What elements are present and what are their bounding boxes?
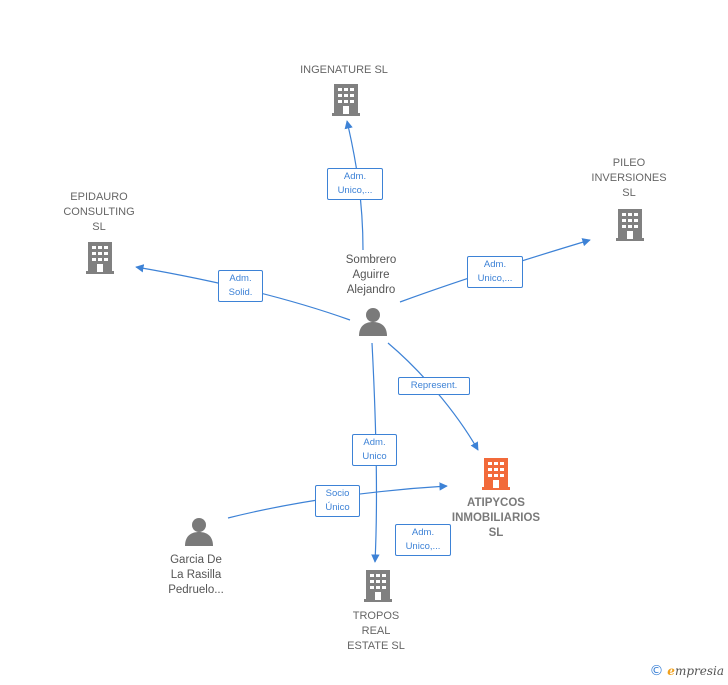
edge-label-to-epidauro[interactable]: Adm. Solid. [218, 270, 263, 302]
footer-brand: © empresia [649, 663, 724, 679]
node-pileo-label[interactable]: PILEO INVERSIONES SL [591, 157, 667, 199]
edge-label-to-ingenature[interactable]: Adm. Unico,... [327, 168, 383, 200]
node-epidauro-label[interactable]: EPIDAURO CONSULTING SL [63, 191, 135, 233]
building-icon [86, 242, 114, 274]
building-icon [332, 84, 360, 116]
person-icon [359, 308, 387, 336]
copyright-icon: © [649, 663, 664, 679]
node-atipycos-label[interactable]: ATIPYCOS INMOBILIARIOS SL [451, 497, 541, 539]
brand-e-logo: e [667, 664, 675, 678]
building-icon [616, 209, 644, 241]
edge-label-garcia-to-atipycos[interactable]: Socio Único [315, 485, 360, 517]
edge-label-to-pileo[interactable]: Adm. Unico,... [467, 256, 523, 288]
building-icon-highlight [482, 458, 510, 490]
brand-name: mpresia [674, 664, 724, 678]
building-icon [364, 570, 392, 602]
node-sombrero-label[interactable]: Sombrero Aguirre Alejandro [345, 254, 397, 296]
edge-label-garcia-to-tropos[interactable]: Adm. Unico,... [395, 524, 451, 556]
node-tropos-label[interactable]: TROPOS REAL ESTATE SL [347, 610, 405, 652]
edge-label-to-atipycos[interactable]: Represent. [398, 377, 470, 395]
node-garcia-label[interactable]: Garcia De La Rasilla Pedruelo... [168, 554, 224, 596]
edge-label-to-tropos[interactable]: Adm. Unico [352, 434, 397, 466]
person-icon [185, 518, 213, 546]
node-ingenature-label[interactable]: INGENATURE SL [300, 64, 388, 76]
edge-to-atipycos [387, 342, 479, 451]
